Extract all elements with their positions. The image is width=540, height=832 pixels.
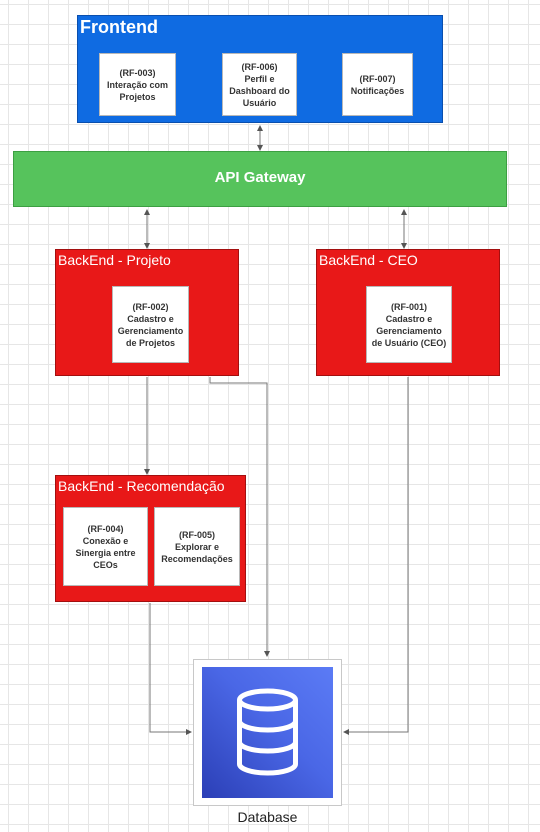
database-label: Database: [237, 809, 298, 825]
card-line: (RF-002): [132, 301, 169, 312]
card-rf-004: (RF-004) Conexão e Sinergia entre CEOs: [63, 507, 148, 586]
card-line: CEOs: [93, 559, 118, 570]
card-line: Cadastro e: [127, 313, 174, 324]
card-line: Recomendações: [161, 553, 233, 564]
connector-projeto-database: [209, 377, 270, 657]
card-line: (RF-004): [87, 523, 124, 534]
backend-ceo-title: BackEnd - CEO: [319, 252, 418, 268]
connector-recomendacao-database: [149, 603, 192, 735]
card-rf-007: (RF-007) Notificações: [342, 53, 413, 116]
card-line: (RF-007): [359, 73, 396, 84]
card-rf-005: (RF-005) Explorar e Recomendações: [154, 507, 240, 586]
card-line: Usuário: [242, 97, 277, 108]
card-line: Conexão e: [82, 535, 129, 546]
backend-recomendacao-group: BackEnd - Recomendação (RF-004) Conexão …: [55, 475, 246, 602]
card-line: (RF-001): [390, 301, 427, 312]
card-line: de Projetos: [125, 337, 175, 348]
card-line: Explorar e: [174, 541, 220, 552]
card-line: Gerenciamento: [376, 325, 442, 336]
card-rf-001: (RF-001) Cadastro e Gerenciamento de Usu…: [366, 286, 452, 363]
card-line: de Usuário (CEO): [371, 337, 447, 348]
database-icon: [202, 667, 333, 798]
backend-projeto-group: BackEnd - Projeto (RF-002) Cadastro e Ge…: [55, 249, 239, 376]
card-line: Interação com: [106, 79, 169, 90]
connector-ceo-database: [343, 377, 409, 735]
backend-projeto-title: BackEnd - Projeto: [58, 252, 171, 268]
card-rf-003: (RF-003) Interação com Projetos: [99, 53, 176, 116]
card-line: (RF-006): [241, 61, 278, 72]
card-line: Dashboard do: [229, 85, 290, 96]
backend-ceo-group: BackEnd - CEO (RF-001) Cadastro e Gerenc…: [316, 249, 500, 376]
api-gateway-title: API Gateway: [214, 169, 306, 186]
card-line: Sinergia entre: [75, 547, 136, 558]
frontend-title: Frontend: [80, 17, 158, 37]
api-gateway-group: API Gateway: [13, 151, 507, 207]
card-line: (RF-005): [178, 529, 215, 540]
card-line: Perfil e: [244, 73, 275, 84]
card-line: Notificações: [350, 85, 405, 96]
card-line: Cadastro e: [385, 313, 433, 324]
frontend-group: Frontend (RF-003) Interação com Projetos…: [77, 15, 443, 123]
card-rf-006: (RF-006) Perfil e Dashboard do Usuário: [222, 53, 297, 116]
card-rf-002: (RF-002) Cadastro e Gerenciamento de Pro…: [112, 286, 189, 363]
card-line: Gerenciamento: [117, 325, 184, 336]
card-line: (RF-003): [119, 67, 156, 78]
card-line: Projetos: [119, 91, 156, 102]
backend-recomendacao-title: BackEnd - Recomendação: [58, 478, 225, 494]
database-node: [193, 659, 342, 806]
